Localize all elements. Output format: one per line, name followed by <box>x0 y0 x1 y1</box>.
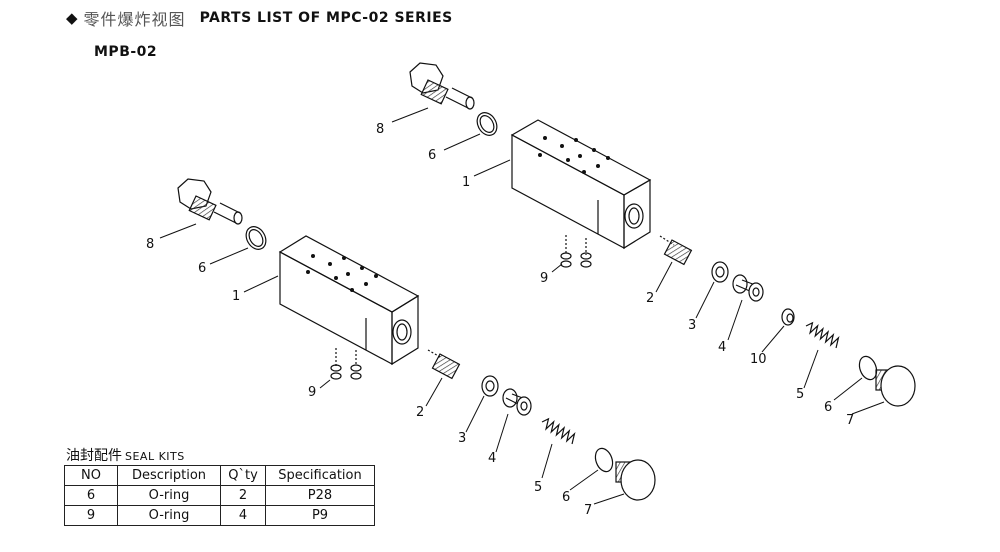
callout-label: 6 <box>562 490 570 505</box>
callout-label: 9 <box>308 385 316 400</box>
upper-oring-6-part <box>476 112 498 136</box>
callout-label: 8 <box>376 122 384 137</box>
table-header-row: NO Description Q`ty Specification <box>64 465 375 486</box>
upper-callouts: 8 6 1 9 2 3 4 10 5 6 7 <box>376 122 854 428</box>
diamond-bullet-icon: ◆ <box>66 9 78 27</box>
table-cell: 4 <box>220 505 266 526</box>
title-english: PARTS LIST OF MPC-02 SERIES <box>199 10 453 26</box>
lower-seat-3-part <box>481 375 499 397</box>
lower-sleeve-4-part <box>502 388 532 416</box>
callout-label: 4 <box>488 451 496 466</box>
upper-valve-body-1-part <box>510 119 652 250</box>
model-label: MPB-02 <box>94 44 158 60</box>
callout-label: 3 <box>458 431 466 446</box>
table-cell: O-ring <box>117 505 221 526</box>
callout-label: 1 <box>462 175 470 190</box>
callout-label: 6 <box>198 261 206 276</box>
seal-kits-table: NO Description Q`ty Specification 6 O-ri… <box>64 465 375 526</box>
callout-label: 8 <box>146 237 154 252</box>
table-cell: P28 <box>265 485 375 506</box>
upper-plug-8-part <box>409 62 475 110</box>
callout-label: 10 <box>750 352 767 367</box>
lower-spring-5-part <box>541 417 576 445</box>
lower-assembly <box>159 178 656 505</box>
lower-poppet-2-part <box>427 349 461 380</box>
callout-label: 6 <box>824 400 832 415</box>
seal-kits-title-chinese: 油封配件 <box>66 448 122 464</box>
upper-sleeve-4-part <box>732 274 764 302</box>
table-cell: 9 <box>64 505 118 526</box>
seal-kits-title-english: SEAL KITS <box>125 450 185 463</box>
table-cell: 6 <box>64 485 118 506</box>
upper-small-orings-9-part <box>560 235 592 268</box>
column-header: Description <box>117 465 221 486</box>
callout-label: 9 <box>540 271 548 286</box>
upper-seat-3-part <box>711 261 729 283</box>
table-cell: O-ring <box>117 485 221 506</box>
lower-oring-6b-part <box>594 447 614 473</box>
column-header: NO <box>64 465 118 486</box>
table-row: 9 O-ring 4 P9 <box>64 505 375 526</box>
upper-oring-6b-part <box>858 355 878 381</box>
lower-callouts: 8 6 1 9 2 3 4 5 6 7 <box>146 237 592 518</box>
page-title: ◆ 零件爆炸视图 PARTS LIST OF MPC-02 SERIES <box>66 6 453 30</box>
table-cell: 2 <box>220 485 266 506</box>
callout-label: 6 <box>428 148 436 163</box>
column-header: Q`ty <box>220 465 266 486</box>
callout-label: 3 <box>688 318 696 333</box>
upper-plug-7-part <box>875 365 916 407</box>
callout-label: 5 <box>534 480 542 495</box>
table-row: 6 O-ring 2 P28 <box>64 485 375 506</box>
callout-label: 1 <box>232 289 240 304</box>
title-chinese: 零件爆炸视图 <box>83 10 186 29</box>
callout-label: 2 <box>646 291 654 306</box>
lower-oring-6-part <box>245 226 267 250</box>
table-cell: P9 <box>265 505 375 526</box>
callout-label: 7 <box>584 503 592 518</box>
upper-assembly <box>391 62 916 415</box>
lower-small-orings-9-part <box>330 348 362 380</box>
upper-poppet-2-part <box>659 235 693 266</box>
lower-valve-body-1-part <box>278 235 420 366</box>
column-header: Specification <box>265 465 375 486</box>
callout-label: 2 <box>416 405 424 420</box>
callout-label: 4 <box>718 340 726 355</box>
lower-plug-8-part <box>177 178 243 225</box>
callout-label: 5 <box>796 387 804 402</box>
lower-plug-7-part <box>615 459 656 501</box>
upper-ring-10-part <box>781 308 795 326</box>
callout-label: 7 <box>846 413 854 428</box>
upper-spring-5-part <box>805 321 840 349</box>
